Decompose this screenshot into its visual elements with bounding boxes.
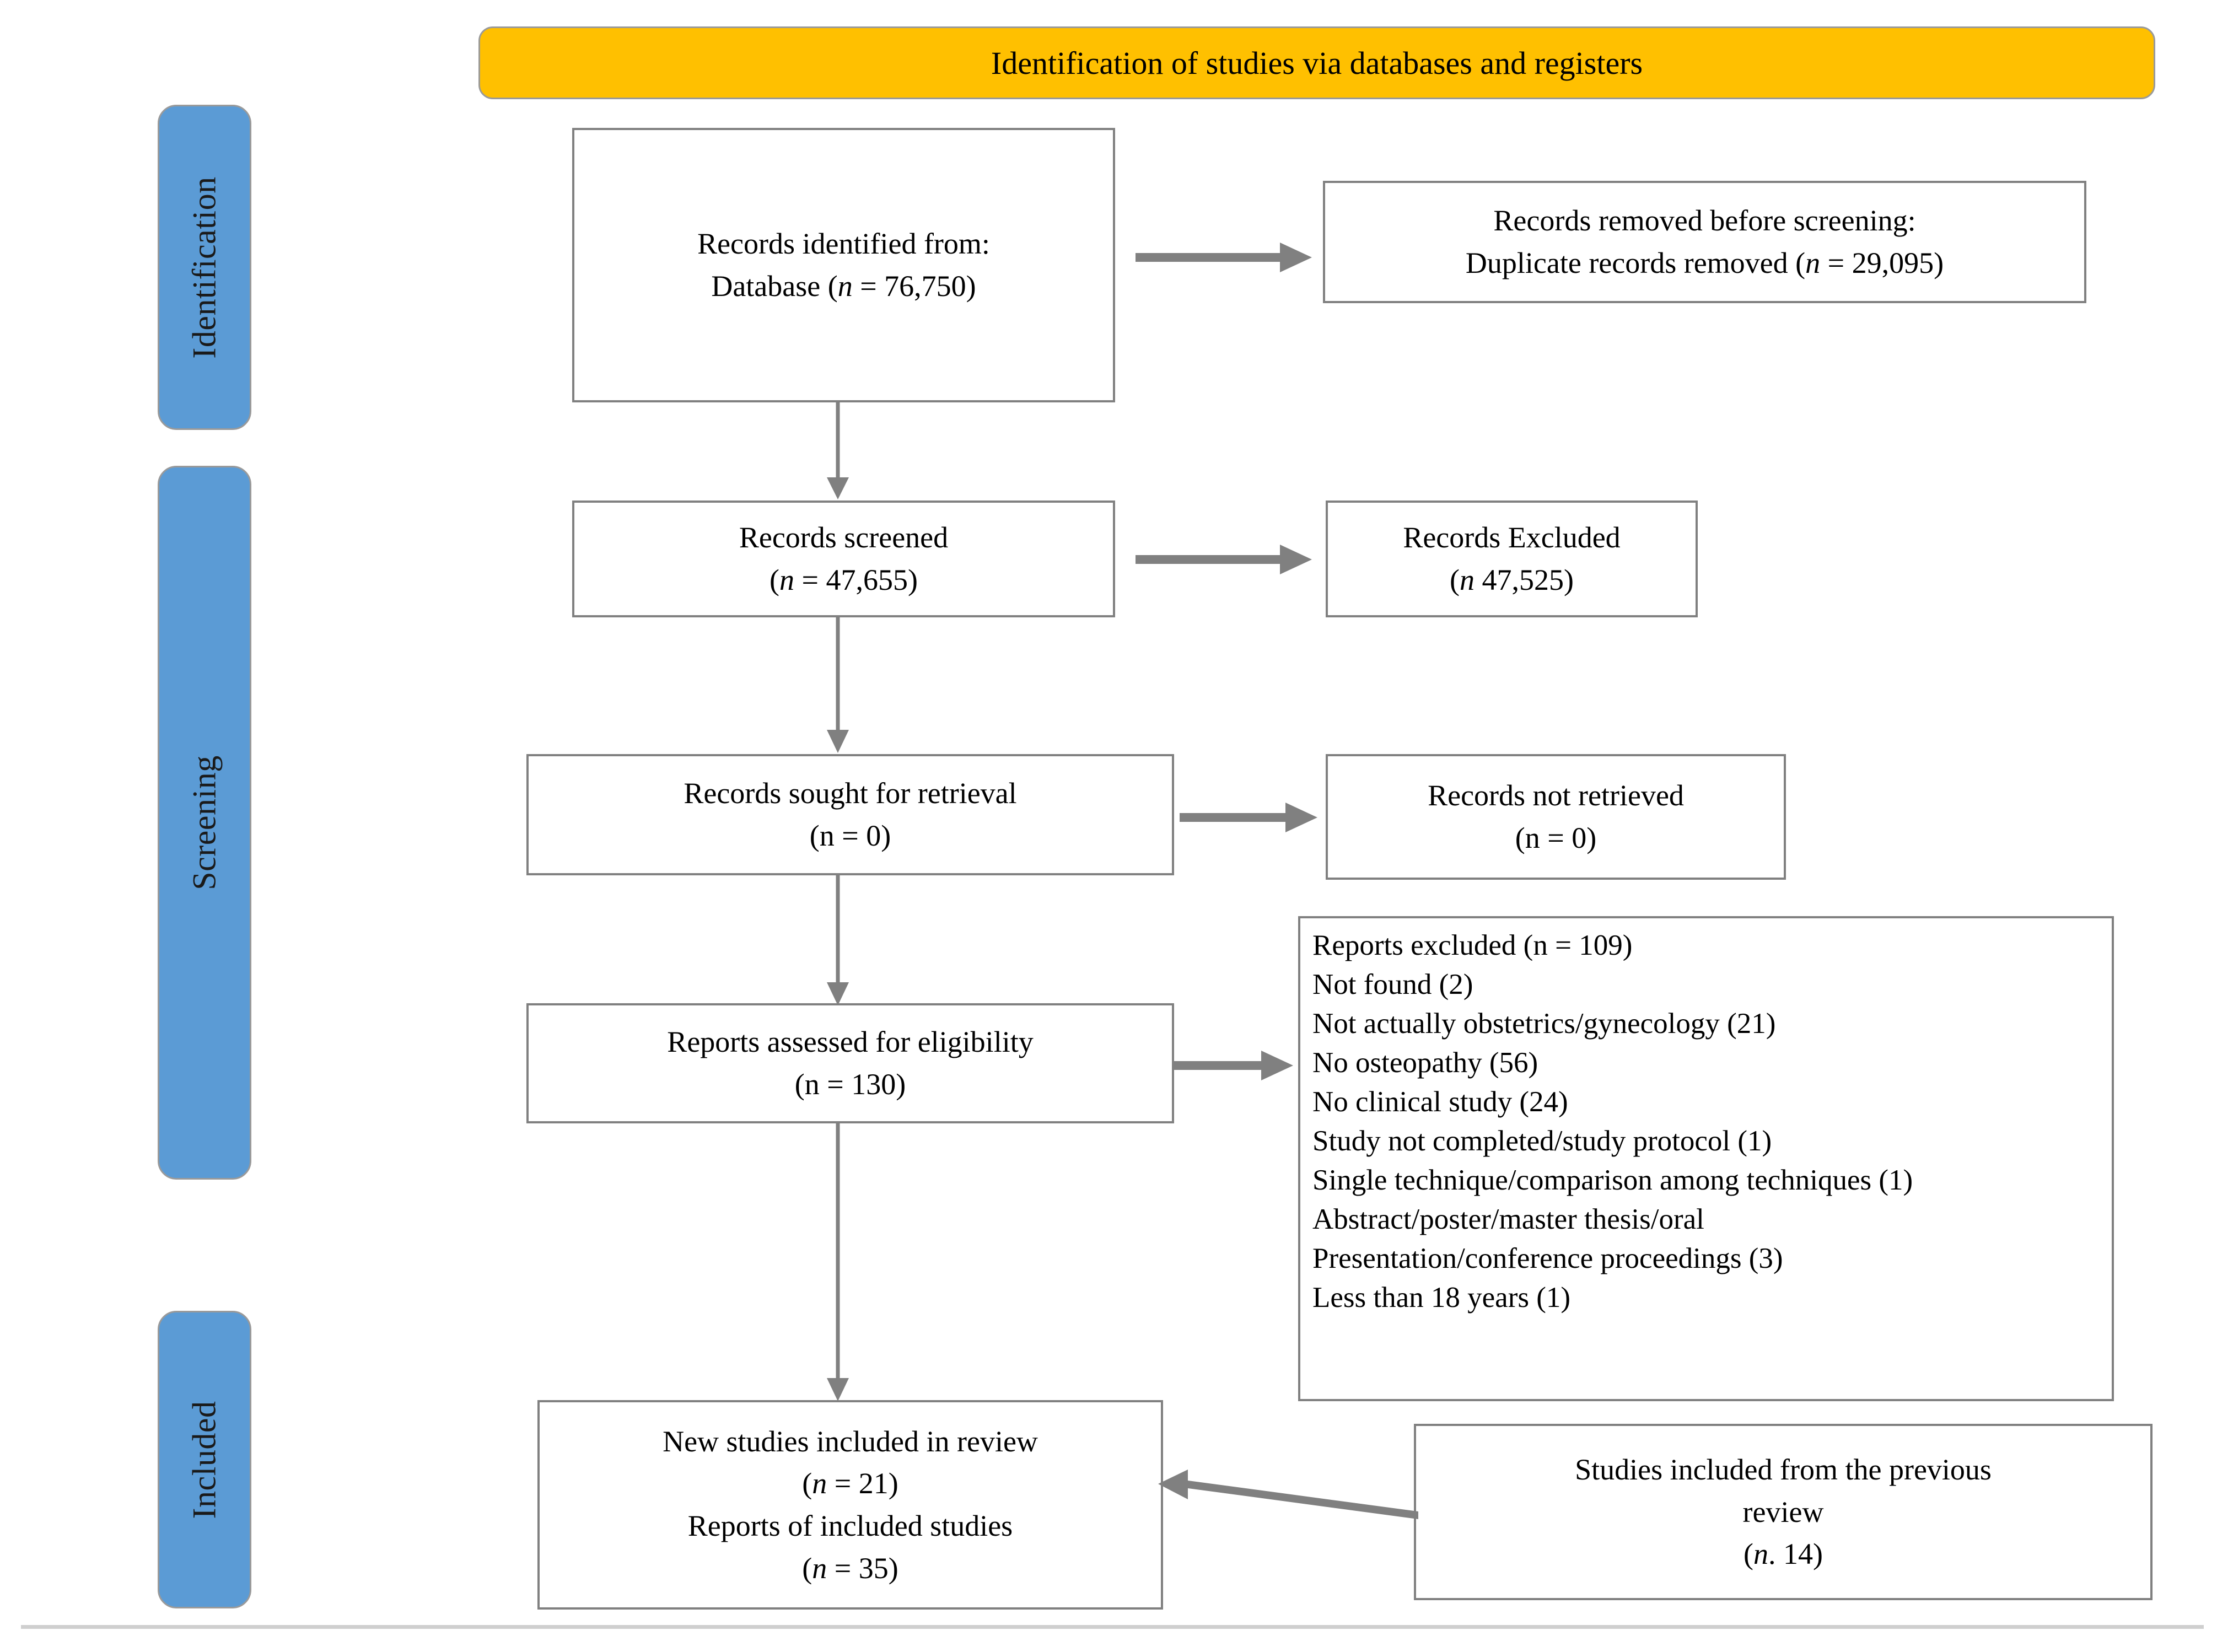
bottom-divider (21, 1625, 2204, 1629)
stage-label-identification: Identification (186, 176, 223, 359)
reports-excluded-line: Presentation/conference proceedings (3) (1312, 1242, 1783, 1275)
node-records-excluded: Records Excluded (n 47,525) (1326, 501, 1698, 617)
records-screened-n: n (779, 563, 795, 596)
records-removed-line1: Records removed before screening: (1493, 204, 1916, 238)
records-removed-line2-suffix: = 29,095) (1820, 246, 1944, 279)
included-new-line4-suffix: = 35) (827, 1551, 898, 1585)
previous-review-n: n (1753, 1537, 1768, 1571)
reports-excluded-line: Single technique/comparison among techni… (1312, 1164, 1913, 1197)
previous-review-line1: Studies included from the previous (1575, 1452, 1992, 1486)
stage-band-included: Included (158, 1311, 251, 1608)
reports-excluded-line: No osteopathy (56) (1312, 1047, 1538, 1079)
records-not-retrieved-line1: Records not retrieved (1428, 779, 1684, 812)
records-identified-line1: Records identified from: (697, 227, 990, 261)
node-reports-assessed: Reports assessed for eligibility (n = 13… (526, 1003, 1174, 1123)
connector-assessed-to-included (821, 1123, 854, 1405)
records-identified-line2-suffix: = 76,750) (852, 270, 976, 303)
records-sought-line2: (n = 0) (809, 819, 891, 852)
reports-excluded-line: Study not completed/study protocol (1) (1312, 1125, 1772, 1158)
reports-excluded-line: No clinical study (24) (1312, 1086, 1568, 1118)
records-screened-line2-suffix: = 47,655) (794, 563, 918, 596)
records-excluded-line1: Records Excluded (1403, 521, 1621, 555)
records-screened-line2-prefix: ( (770, 563, 780, 596)
header-banner: Identification of studies via databases … (478, 26, 2155, 99)
connector-sought-to-not-retrieved (1180, 798, 1331, 837)
records-identified-line2-prefix: Database ( (711, 270, 838, 303)
reports-excluded-line: Less than 18 years (1) (1312, 1282, 1571, 1314)
previous-review-line2: review (1742, 1495, 1824, 1529)
records-sought-line1: Records sought for retrieval (684, 777, 1017, 810)
reports-assessed-line1: Reports assessed for eligibility (667, 1025, 1034, 1059)
connector-previous-review-to-included (1155, 1450, 1419, 1527)
connector-sought-to-assessed (821, 875, 854, 1008)
reports-excluded-line: Reports excluded (n = 109) (1312, 929, 1633, 961)
previous-review-line3-suffix: . 14) (1768, 1537, 1823, 1571)
reports-excluded-line: Not actually obstetrics/gynecology (21) (1312, 1008, 1776, 1040)
node-records-not-retrieved: Records not retrieved (n = 0) (1326, 754, 1786, 880)
connector-screened-to-sought (821, 617, 854, 755)
included-new-line2-suffix: = 21) (827, 1467, 898, 1500)
header-title: Identification of studies via databases … (991, 45, 1643, 81)
included-new-line3: Reports of included studies (687, 1509, 1013, 1542)
previous-review-line3-prefix: ( (1744, 1537, 1753, 1571)
node-records-screened: Records screened (n = 47,655) (572, 501, 1115, 617)
node-previous-review-studies: Studies included from the previous revie… (1414, 1424, 2153, 1600)
records-not-retrieved-line2: (n = 0) (1515, 821, 1597, 854)
stage-label-included: Included (186, 1401, 223, 1519)
records-excluded-line2-prefix: ( (1450, 563, 1460, 596)
node-records-sought: Records sought for retrieval (n = 0) (526, 754, 1174, 875)
stage-band-identification: Identification (158, 105, 251, 430)
included-new-line1: New studies included in review (663, 1424, 1038, 1458)
node-reports-excluded-list: Reports excluded (n = 109) Not found (2)… (1298, 916, 2114, 1401)
records-excluded-n: n (1460, 563, 1475, 596)
reports-excluded-line: Abstract/poster/master thesis/oral (1312, 1203, 1704, 1236)
node-records-identified: Records identified from: Database (n = 7… (572, 128, 1115, 402)
included-new-line4-prefix: ( (802, 1551, 812, 1585)
records-removed-n: n (1805, 246, 1821, 279)
reports-excluded-line: Not found (2) (1312, 968, 1473, 1001)
included-new-n2: n (812, 1551, 827, 1585)
node-records-removed: Records removed before screening: Duplic… (1323, 181, 2086, 303)
records-identified-n: n (837, 270, 853, 303)
stage-band-screening: Screening (158, 466, 251, 1180)
connector-screened-to-excluded (1136, 540, 1328, 579)
node-new-studies-included: New studies included in review (n = 21) … (537, 1400, 1163, 1610)
reports-assessed-line2: (n = 130) (794, 1068, 906, 1101)
connector-identified-to-removed (1136, 238, 1328, 277)
stage-label-screening: Screening (186, 755, 223, 890)
included-new-line2-prefix: ( (802, 1467, 812, 1500)
reports-excluded-lines: Reports excluded (n = 109) Not found (2)… (1300, 918, 1922, 1325)
included-new-n1: n (812, 1467, 827, 1500)
connector-assessed-to-reports-excluded (1174, 1046, 1306, 1085)
records-screened-line1: Records screened (739, 521, 949, 555)
connector-identified-to-screened (821, 402, 854, 502)
records-removed-line2-prefix: Duplicate records removed ( (1465, 246, 1806, 279)
records-excluded-line2-suffix: 47,525) (1475, 563, 1574, 596)
